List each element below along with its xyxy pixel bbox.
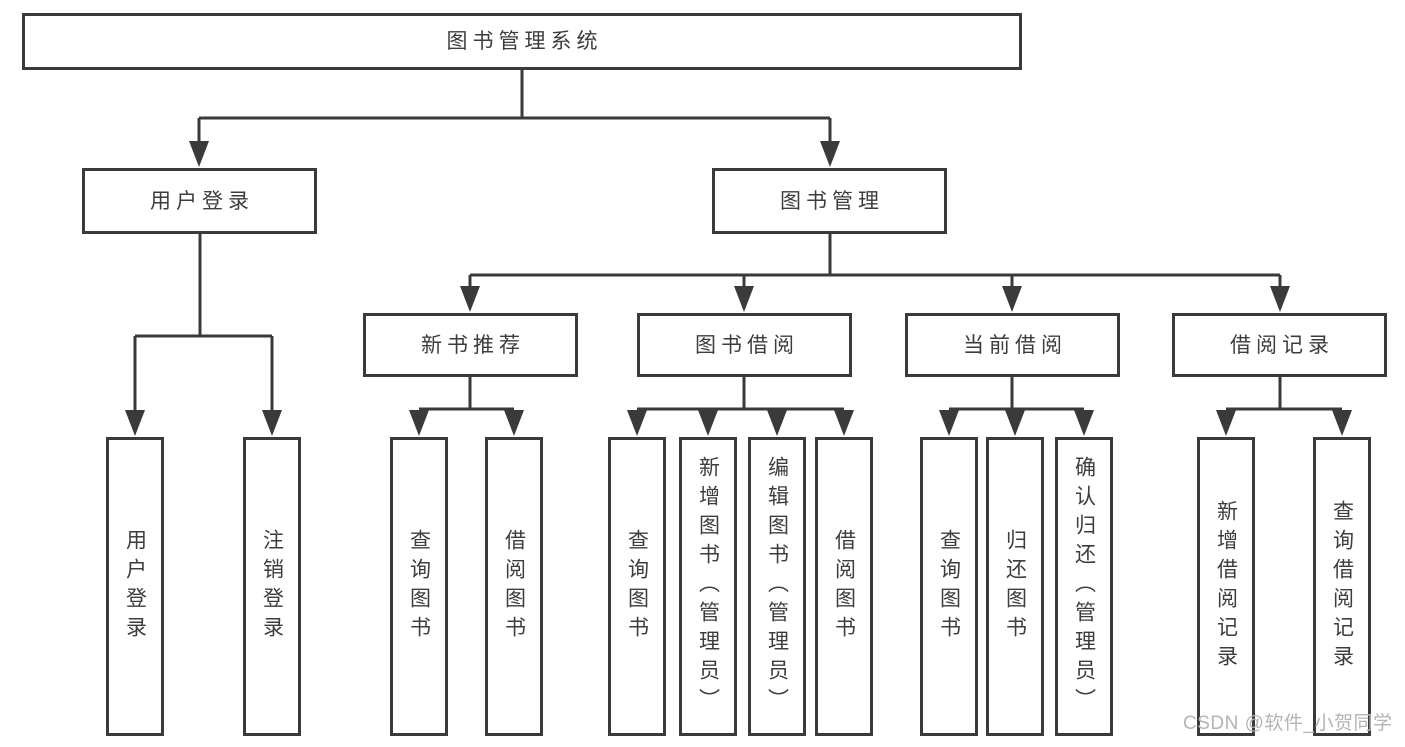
node-root: 图书管理系统 (22, 13, 1022, 70)
node-leaf-borrow-books-recommend: 借阅图书 (485, 437, 543, 736)
node-book-borrow: 图书借阅 (637, 313, 852, 377)
node-label: 编辑图书（管理员） (765, 456, 789, 717)
node-label: 用户登录 (123, 528, 147, 645)
node-label: 确认归还（管理员） (1072, 456, 1096, 717)
node-leaf-logout: 注销登录 (243, 437, 301, 736)
node-label: 借阅图书 (832, 528, 856, 645)
node-label: 查询借阅记录 (1330, 499, 1354, 674)
node-label: 查询图书 (937, 528, 961, 645)
node-label: 借阅图书 (502, 528, 526, 645)
csdn-watermark: CSDN @软件_小贺同学 (1183, 713, 1393, 734)
node-leaf-borrow-books: 借阅图书 (815, 437, 873, 736)
node-label: 注销登录 (260, 528, 284, 645)
node-label: 图书管理系统 (446, 30, 603, 53)
node-leaf-confirm-return-admin: 确认归还（管理员） (1055, 437, 1113, 736)
node-borrow-records: 借阅记录 (1172, 313, 1387, 377)
node-leaf-add-book-admin: 新增图书（管理员） (679, 437, 737, 736)
node-label: 新增借阅记录 (1214, 499, 1238, 674)
node-leaf-query-books-recommend: 查询图书 (390, 437, 448, 736)
node-label: 归还图书 (1003, 528, 1027, 645)
node-current-borrow: 当前借阅 (905, 313, 1120, 377)
node-label: 查询图书 (407, 528, 431, 645)
node-label: 新书推荐 (421, 333, 525, 357)
node-label: 新增图书（管理员） (696, 456, 720, 717)
node-leaf-edit-book-admin: 编辑图书（管理员） (748, 437, 806, 736)
node-book-management: 图书管理 (712, 168, 947, 234)
node-label: 借阅记录 (1230, 333, 1334, 357)
node-label: 图书管理 (780, 189, 884, 213)
node-label: 查询图书 (625, 528, 649, 645)
node-leaf-add-borrow-record: 新增借阅记录 (1197, 437, 1255, 736)
node-leaf-query-books-current: 查询图书 (920, 437, 978, 736)
node-label: 当前借阅 (963, 333, 1067, 357)
node-label: 图书借阅 (695, 333, 799, 357)
node-leaf-query-books-borrow: 查询图书 (608, 437, 666, 736)
node-new-book-recommend: 新书推荐 (363, 313, 578, 377)
node-leaf-query-borrow-record: 查询借阅记录 (1313, 437, 1371, 736)
node-user-login: 用户登录 (82, 168, 317, 234)
node-label: 用户登录 (150, 189, 254, 213)
node-leaf-user-login: 用户登录 (106, 437, 164, 736)
node-leaf-return-book: 归还图书 (986, 437, 1044, 736)
